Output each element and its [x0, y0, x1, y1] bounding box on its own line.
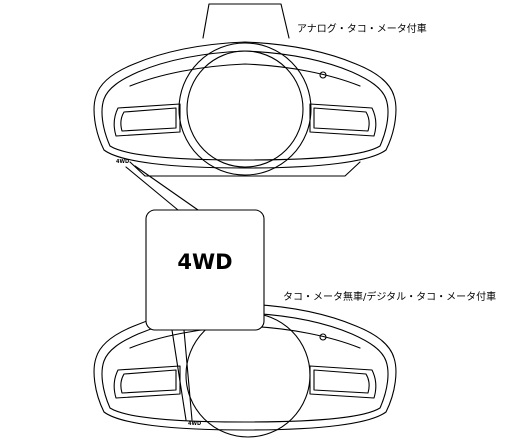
tacho-housing: [202, 3, 290, 39]
right-window-inner-top: [313, 107, 370, 132]
meter-inner-bottom: [101, 312, 389, 423]
meter-base-top: [129, 161, 361, 177]
meter-cluster-bottom: [93, 303, 397, 438]
center-dial-bottom: [185, 312, 311, 438]
meter-inner-top: [101, 50, 389, 161]
leader-line-top-b: [134, 165, 199, 211]
left-window-inner-bottom: [120, 369, 177, 394]
leader-line-top-a: [125, 166, 179, 211]
callout-box: [145, 209, 265, 331]
center-dial-bezel-top: [178, 42, 312, 176]
leader-line-bottom-b: [183, 329, 193, 421]
caption-analog-tacho: アナログ・タコ・メータ付車: [297, 24, 427, 35]
meter-shell-bottom: [93, 303, 397, 431]
left-window-bottom: [113, 365, 181, 399]
right-window-inner-bottom: [313, 369, 370, 394]
4wd-indicator-top: 4WD: [116, 159, 130, 165]
trip-knob-top: [319, 71, 327, 79]
right-window-top: [309, 103, 377, 137]
callout: [125, 165, 265, 421]
left-window-top: [113, 103, 181, 137]
trip-knob-bottom: [319, 333, 327, 341]
4wd-indicator-bottom: 4WD: [188, 421, 202, 427]
visor-edge-top: [129, 63, 361, 87]
leader-line-bottom-a: [171, 329, 187, 421]
meter-cluster-top: [93, 3, 397, 177]
right-window-bottom: [309, 365, 377, 399]
caption-no-tacho-digital: タコ・メータ無車/デジタル・タコ・メータ付車: [283, 292, 497, 303]
4wd-callout-label: 4WD: [177, 250, 233, 274]
center-dial-top: [186, 50, 304, 168]
left-window-inner-top: [120, 107, 177, 132]
meter-shell-top: [93, 41, 397, 169]
